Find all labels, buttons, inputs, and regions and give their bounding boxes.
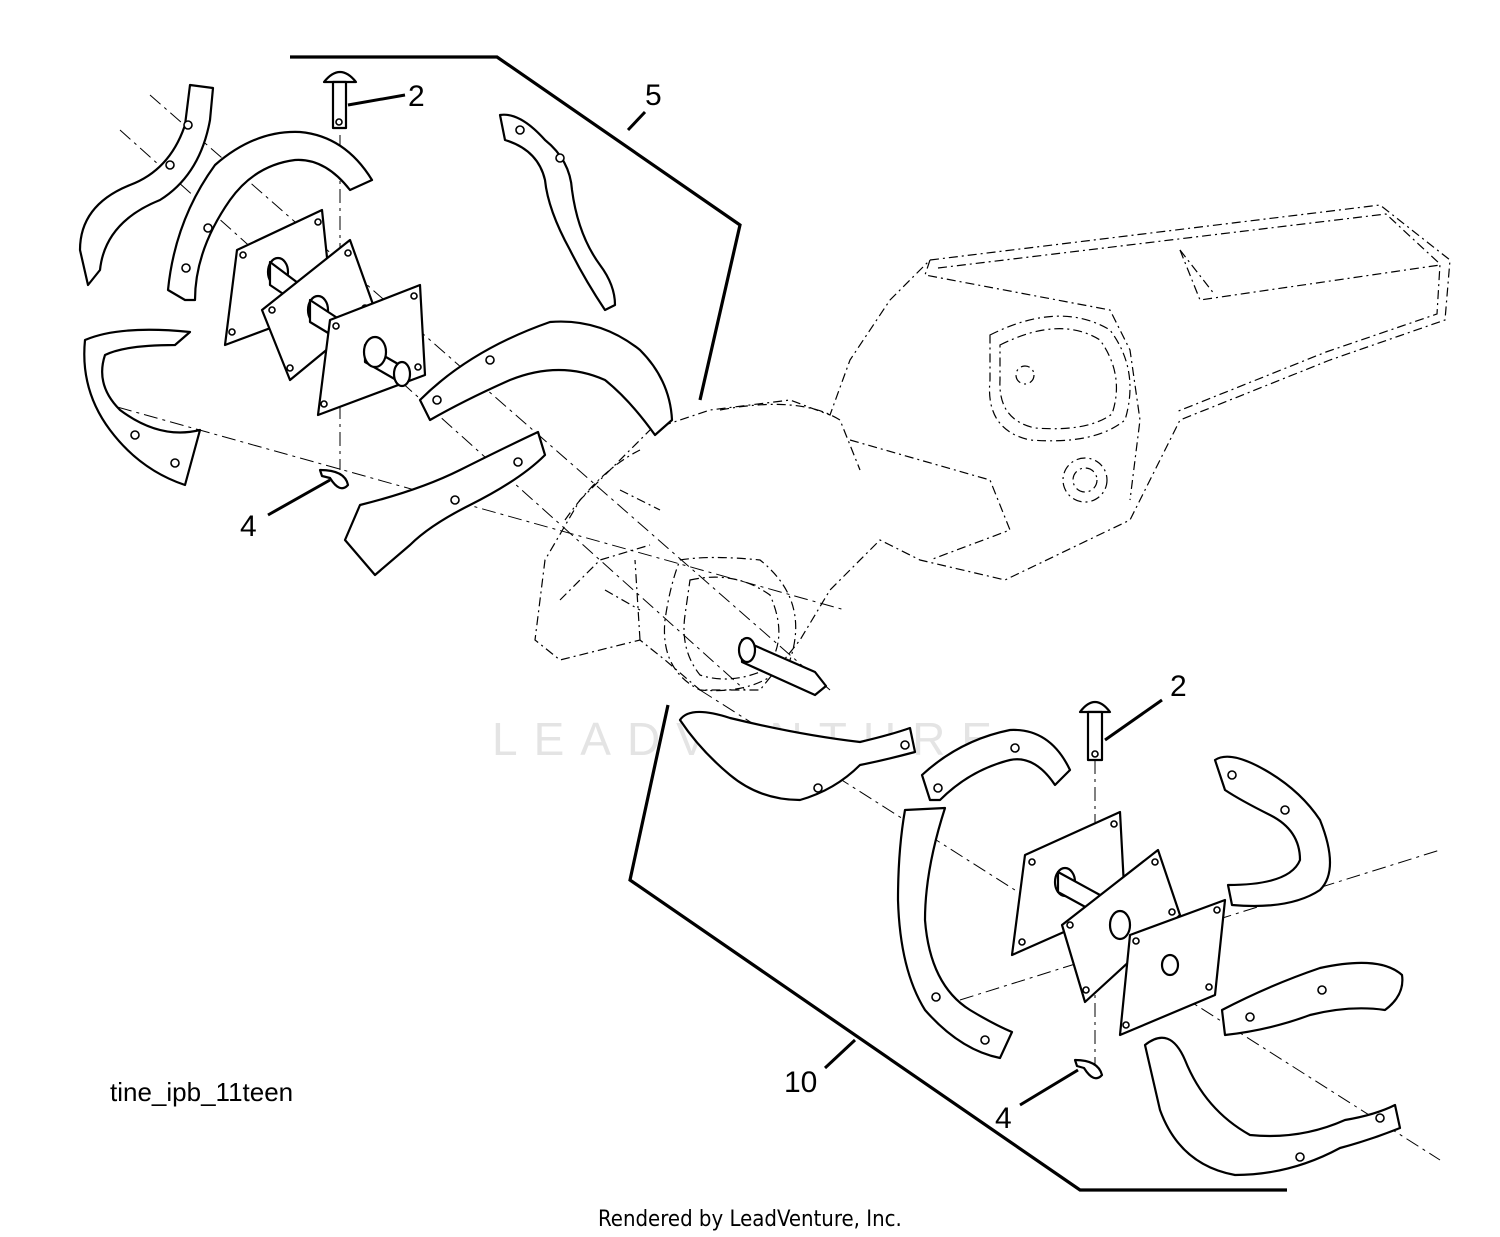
callout-pin-top: 2 [408, 80, 425, 113]
right-tine-assembly [678, 700, 1404, 1177]
tine-mounting-plate [316, 283, 427, 417]
tine-mounting-plate [1118, 898, 1227, 1037]
tine-blade [1143, 1036, 1402, 1177]
tine-blade [498, 113, 617, 312]
tiller-transmission-phantom [534, 204, 1451, 692]
bracket-assembly-5 [290, 55, 742, 401]
tine-blade [920, 728, 1072, 802]
hairpin-clip [1073, 1058, 1104, 1080]
hairpin-clip [318, 468, 350, 490]
left-tine-assembly [78, 70, 674, 577]
tine-blade [83, 328, 202, 487]
callout-clip-bottom: 4 [995, 1102, 1012, 1135]
callout-clip-top: 4 [240, 510, 257, 543]
bracket-assembly-10 [628, 704, 1287, 1192]
tine-blade [166, 130, 374, 302]
clevis-pin [1078, 700, 1112, 762]
tine-mounting-plate [1060, 848, 1182, 1004]
footer-credit: Rendered by LeadVenture, Inc. [598, 1207, 902, 1232]
figure-identifier: tine_ipb_11teen [110, 1077, 293, 1107]
tine-shaft [737, 636, 828, 697]
tine-blade [78, 83, 215, 287]
callout-tine-assembly-right: 10 [784, 1066, 817, 1099]
clevis-pin [322, 70, 358, 130]
callout-pin-bottom: 2 [1170, 670, 1187, 703]
tine-blade [1213, 755, 1331, 908]
tine-blade [1220, 961, 1404, 1037]
tine-blade [343, 430, 547, 577]
callout-tine-assembly-left: 5 [645, 79, 662, 112]
leader-lines [267, 93, 1163, 1107]
assembly-brackets [290, 55, 1287, 1192]
tine-blade [896, 806, 1014, 1060]
tine-blade [678, 710, 917, 802]
tine-blade [418, 320, 674, 437]
